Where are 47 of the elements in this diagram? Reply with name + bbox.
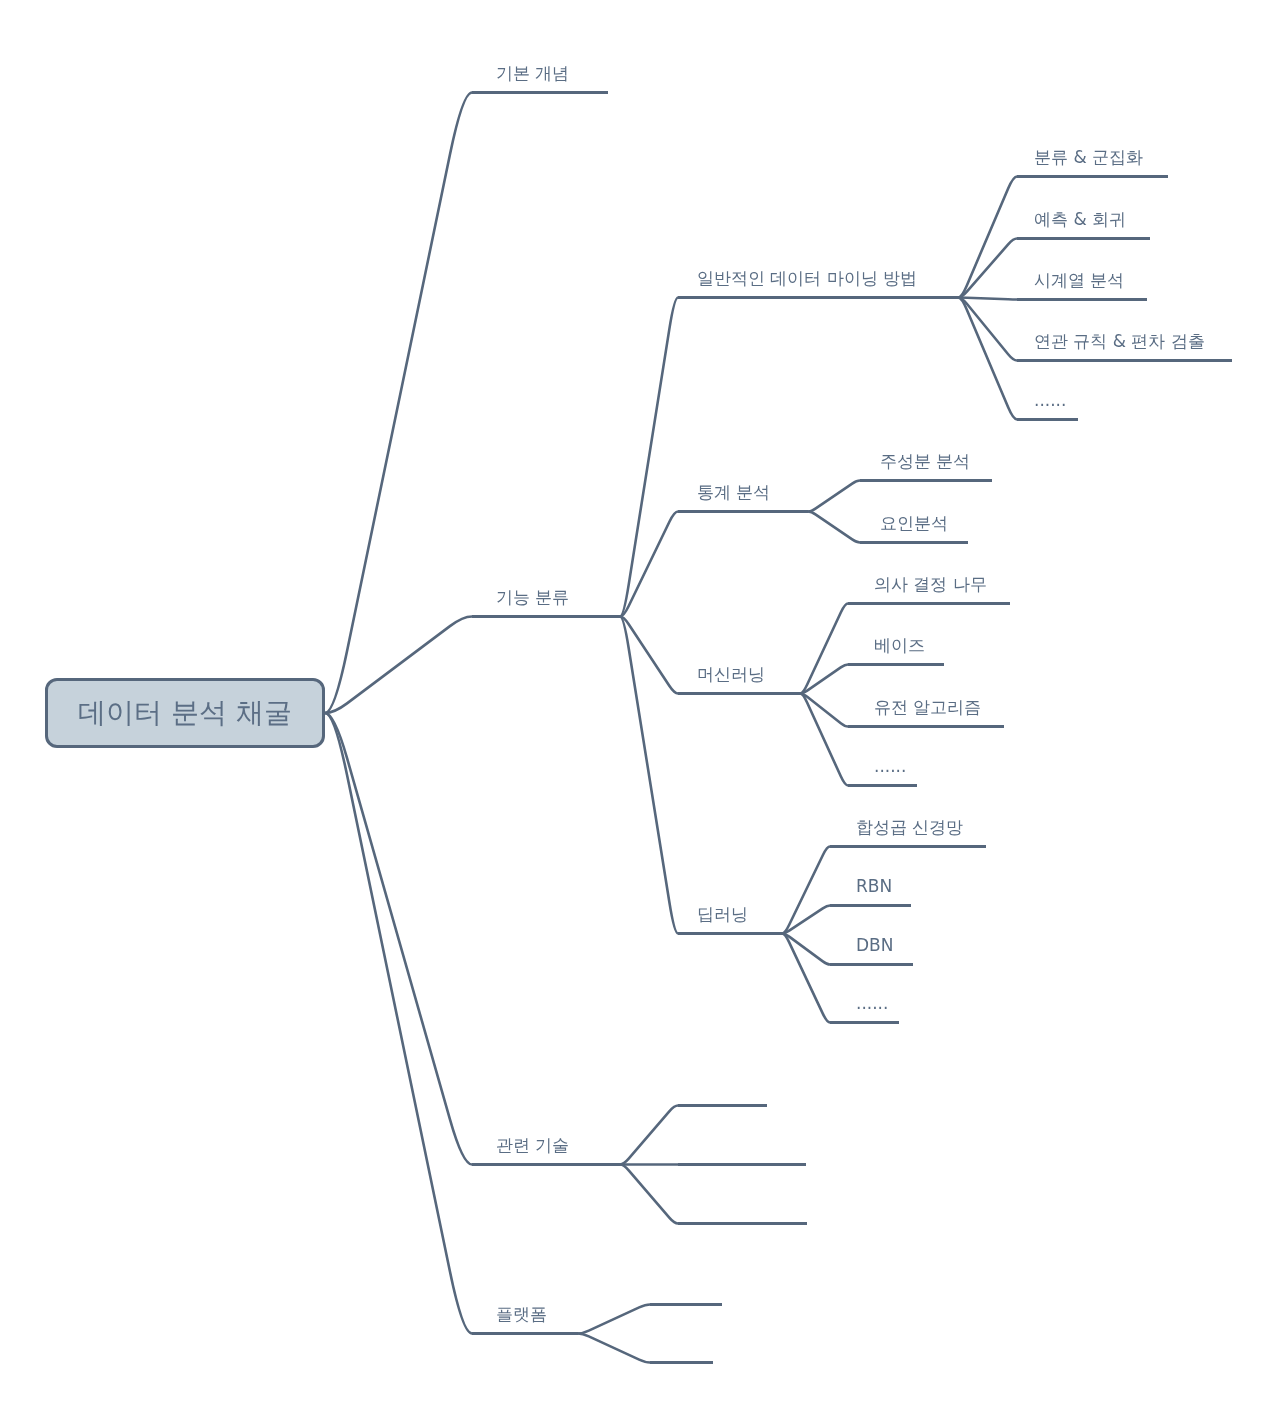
topic-label: ...... bbox=[874, 755, 907, 777]
topic-label: ...... bbox=[1034, 389, 1067, 411]
blank-branch-line bbox=[650, 1361, 713, 1364]
branch-connector bbox=[576, 1332, 652, 1364]
central-topic-box bbox=[45, 678, 325, 748]
central-topic-label: 데이터 분석 채굴 bbox=[78, 696, 292, 730]
branch-connector bbox=[323, 91, 474, 715]
topic-label: 베이즈 bbox=[874, 634, 925, 656]
branch-connector bbox=[956, 296, 1019, 421]
branch-connector bbox=[780, 845, 832, 935]
topic-label: 기능 분류 bbox=[496, 586, 570, 608]
topic-label: 기본 개념 bbox=[496, 62, 570, 84]
topic-label: 분류 & 군집화 bbox=[1034, 146, 1144, 168]
branch-connector bbox=[798, 602, 850, 695]
topic-label: 딥러닝 bbox=[697, 903, 748, 925]
topic-label: DBN bbox=[856, 934, 894, 956]
topic-label: RBN bbox=[856, 875, 893, 897]
topic-label: 유전 알고리즘 bbox=[874, 696, 982, 718]
topic-label: 머신러닝 bbox=[697, 663, 765, 685]
blank-branch-line bbox=[678, 1104, 767, 1107]
blank-branch-line bbox=[678, 1163, 806, 1166]
topic-label: 관련 기술 bbox=[496, 1134, 570, 1156]
branch-connector bbox=[780, 932, 832, 1024]
branch-connector bbox=[956, 296, 1019, 362]
branch-connector bbox=[806, 510, 862, 544]
topic-label: 예측 & 회귀 bbox=[1034, 208, 1127, 230]
topic-label: 시계열 분석 bbox=[1034, 269, 1125, 291]
topic-label: ...... bbox=[856, 992, 889, 1014]
topic-label: 일반적인 데이터 마이닝 방법 bbox=[697, 267, 918, 289]
branch-connector bbox=[780, 932, 832, 966]
blank-branch-line bbox=[650, 1303, 722, 1306]
branch-connector bbox=[618, 1163, 680, 1225]
blank-branch-line bbox=[678, 1222, 807, 1225]
branch-connector bbox=[618, 296, 680, 618]
topic-label: 통계 분석 bbox=[697, 481, 771, 503]
topic-label: 의사 결정 나무 bbox=[874, 573, 987, 595]
branch-connector bbox=[323, 615, 474, 715]
topic-label: 주성분 분석 bbox=[880, 450, 971, 472]
branch-connector bbox=[798, 692, 850, 728]
topic-label: 요인분석 bbox=[880, 512, 948, 534]
branch-connector bbox=[798, 692, 850, 787]
topic-label: 합성곱 신경망 bbox=[856, 816, 964, 838]
branch-connector bbox=[323, 711, 474, 1335]
topic-label: 플랫폼 bbox=[496, 1303, 547, 1325]
topic-label: 연관 규칙 & 편차 검출 bbox=[1034, 330, 1205, 352]
branch-connector bbox=[956, 175, 1019, 299]
branch-connector bbox=[618, 615, 680, 935]
